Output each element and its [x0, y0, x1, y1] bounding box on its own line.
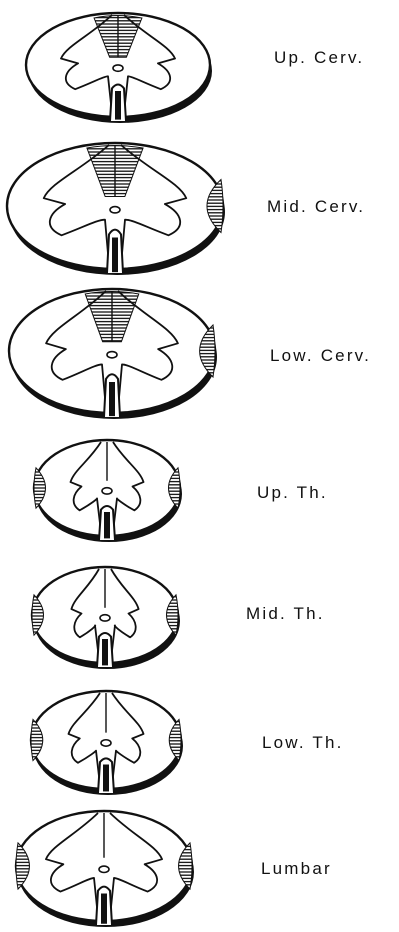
fissure-shadow: [109, 382, 115, 416]
cord-section-mid-th: [32, 567, 180, 669]
fissure-shadow: [101, 894, 107, 924]
section-label-lumbar: Lumbar: [261, 859, 332, 879]
central-canal: [99, 866, 109, 872]
cord-section-up-cerv: [26, 13, 212, 123]
central-canal: [107, 352, 117, 358]
fissure-shadow: [102, 639, 108, 665]
central-canal: [110, 207, 120, 213]
cord-section-mid-cerv: [7, 143, 225, 275]
fissure-shadow: [103, 765, 109, 792]
cord-section-low-th: [31, 691, 183, 795]
cord-section-lumbar: [16, 811, 194, 927]
section-label-up-cerv: Up. Cerv.: [274, 48, 364, 68]
section-label-up-th: Up. Th.: [257, 483, 328, 503]
fissure-shadow: [104, 512, 110, 538]
section-label-low-cerv: Low. Cerv.: [270, 346, 371, 366]
fissure-shadow: [112, 238, 118, 273]
cord-section-up-th: [34, 440, 182, 542]
section-label-mid-cerv: Mid. Cerv.: [267, 197, 365, 217]
central-canal: [102, 488, 112, 494]
cord-section-low-cerv: [9, 289, 217, 419]
section-label-mid-th: Mid. Th.: [246, 604, 325, 624]
central-canal: [113, 65, 123, 71]
fissure-shadow: [115, 91, 121, 120]
central-canal: [101, 740, 111, 746]
central-canal: [100, 615, 110, 621]
section-label-low-th: Low. Th.: [262, 733, 344, 753]
